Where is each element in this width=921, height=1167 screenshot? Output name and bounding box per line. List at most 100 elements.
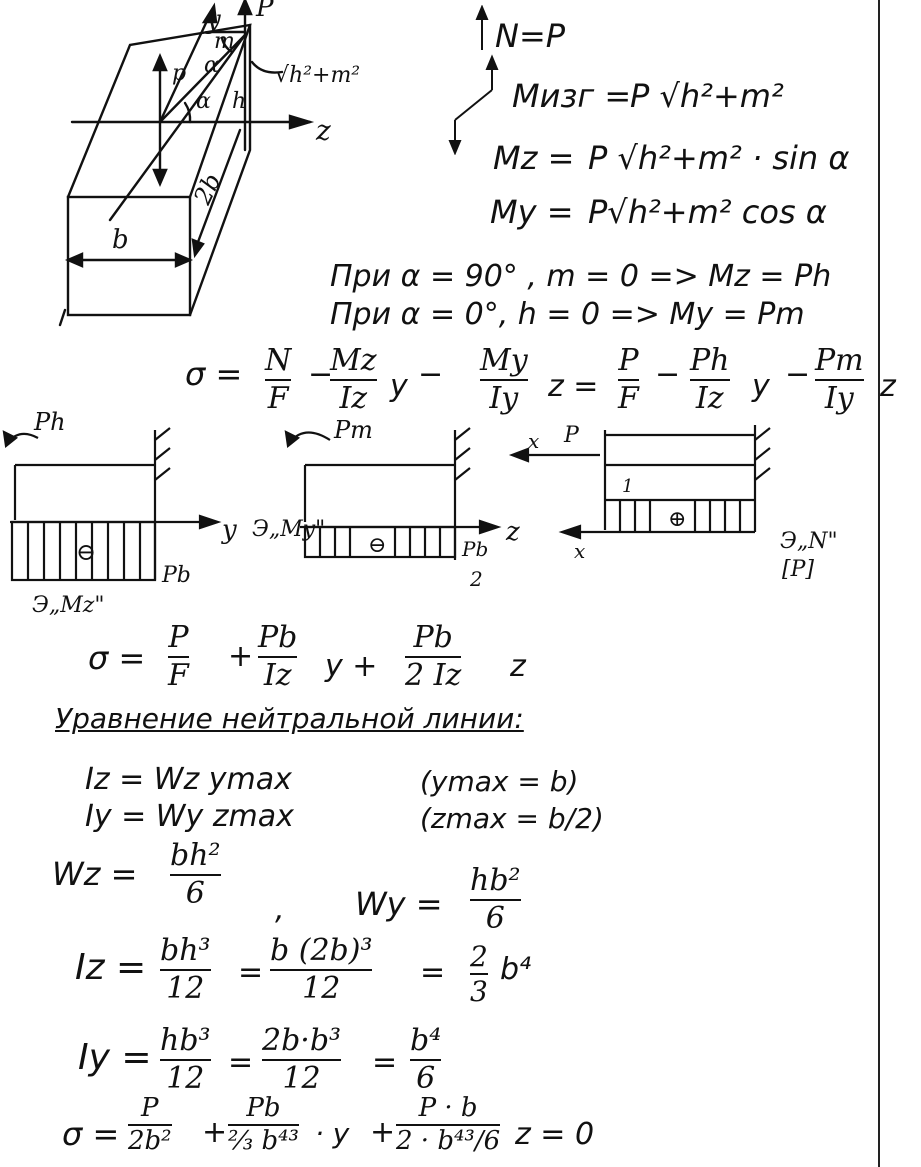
var-z: z — [510, 649, 526, 684]
label-alpha-top: α — [204, 53, 219, 78]
epure-diagrams: Ph y ⊖ Pb Э„Mz" Pm Э„My" z ⊖ Pb 2 x P 1 … — [2, 410, 838, 618]
var-y-plus: y + — [325, 649, 378, 684]
right-margin-line — [878, 0, 880, 1167]
m-izg-lhs: Mизг = — [512, 77, 632, 115]
label-p-small: p — [172, 61, 186, 86]
minus-sign: − — [308, 357, 334, 392]
iy-wy-line: Iy = Wy zmax — [85, 799, 294, 834]
mz-lhs: Mz = — [493, 139, 575, 177]
equals-sign: = — [228, 1045, 254, 1080]
label-2b: 2b — [188, 169, 227, 210]
my-lhs: My = — [490, 193, 574, 231]
case-alpha-0: При α = 0°, h = 0 => My = Pm — [330, 297, 805, 332]
iz-result-tail: b⁴ — [500, 952, 532, 987]
axis-p-label: P — [255, 0, 274, 23]
ymax-note: (ymax = b) — [420, 765, 579, 798]
plus-sign: + — [370, 1115, 396, 1150]
sigma-general-lhs: σ = — [185, 355, 243, 393]
epure3-x-top: x — [528, 429, 539, 453]
epure3-unit: [P] — [782, 557, 814, 582]
epure2-load: Pm — [333, 416, 373, 444]
final-z-equals-zero: z = 0 — [515, 1117, 595, 1152]
label-sqrt: √h²+m² — [275, 63, 360, 88]
minus-sign: − — [418, 357, 444, 392]
label-b: b — [112, 225, 129, 255]
sigma-specific-lhs: σ = — [88, 639, 146, 677]
my-rhs: P√h²+m² cos α — [588, 193, 827, 231]
epure1-axis: y — [221, 515, 237, 545]
y-axis — [158, 8, 214, 124]
epure2-name: Э„My" — [252, 517, 325, 542]
epure1-load: Ph — [33, 410, 66, 436]
n-arrow-icon — [448, 5, 499, 155]
plus-sign: + — [202, 1115, 228, 1150]
iz-wz-line: Iz = Wz ymax — [85, 762, 292, 797]
block-front-face — [66, 195, 192, 317]
axis-z-label: z — [315, 114, 331, 147]
epure1-value: Pb — [161, 563, 191, 588]
iz-lhs: Iz = — [75, 947, 147, 988]
epure3-load: P — [563, 423, 580, 448]
var-z: z — [880, 369, 896, 404]
wz-wy-separator: , — [275, 892, 285, 927]
var-y: y — [390, 369, 408, 404]
block-right-face — [188, 23, 252, 317]
epure3-name: Э„N" — [780, 529, 838, 554]
epure2-axis: z — [505, 517, 520, 547]
epure3-one: 1 — [622, 476, 633, 497]
epure1-name: Э„Mz" — [32, 593, 104, 618]
label-h: h — [232, 89, 246, 114]
axis-y-label: y — [205, 5, 221, 35]
label-alpha-mid: α — [196, 89, 211, 114]
mz-rhs: P √h²+m² · sin α — [588, 139, 850, 177]
epure2-value-den: 2 — [469, 567, 483, 591]
equals-sign: = — [372, 1045, 398, 1080]
wz-lhs: Wz = — [52, 855, 138, 893]
equals-sign: = — [420, 955, 446, 990]
epure1-sign: ⊖ — [76, 538, 96, 566]
epure3-x-bottom: x — [574, 539, 585, 563]
equals-sign: = — [238, 955, 264, 990]
wy-lhs: Wy = — [355, 885, 443, 923]
neutral-line-heading: Уравнение нейтральной линии: — [55, 702, 524, 735]
epure2-value-num: Pb — [461, 537, 488, 561]
radial-line — [158, 33, 247, 124]
epure3-sign: ⊕ — [668, 507, 686, 532]
n-equals-p: N=P — [495, 17, 566, 55]
zmax-note: (zmax = b/2) — [420, 802, 604, 835]
diagonal-line — [108, 33, 247, 222]
var-y: · y — [315, 1117, 350, 1150]
plus-sign: + — [228, 639, 254, 674]
final-sigma-lhs: σ = — [62, 1115, 120, 1153]
beam-block-diagram: y P z m α α p h √h²+m² 2b b — [58, 0, 360, 327]
minus-sign: − — [655, 357, 681, 392]
iy-lhs: Iy = — [78, 1037, 152, 1078]
label-m: m — [214, 29, 235, 54]
m-izg-rhs: P √h²+m² — [630, 77, 784, 115]
minus-sign: − — [785, 357, 811, 392]
var-y: y — [752, 369, 770, 404]
case-alpha-90: При α = 90° , m = 0 => Mz = Ph — [330, 259, 832, 294]
var-z-eq: z = — [548, 369, 599, 404]
